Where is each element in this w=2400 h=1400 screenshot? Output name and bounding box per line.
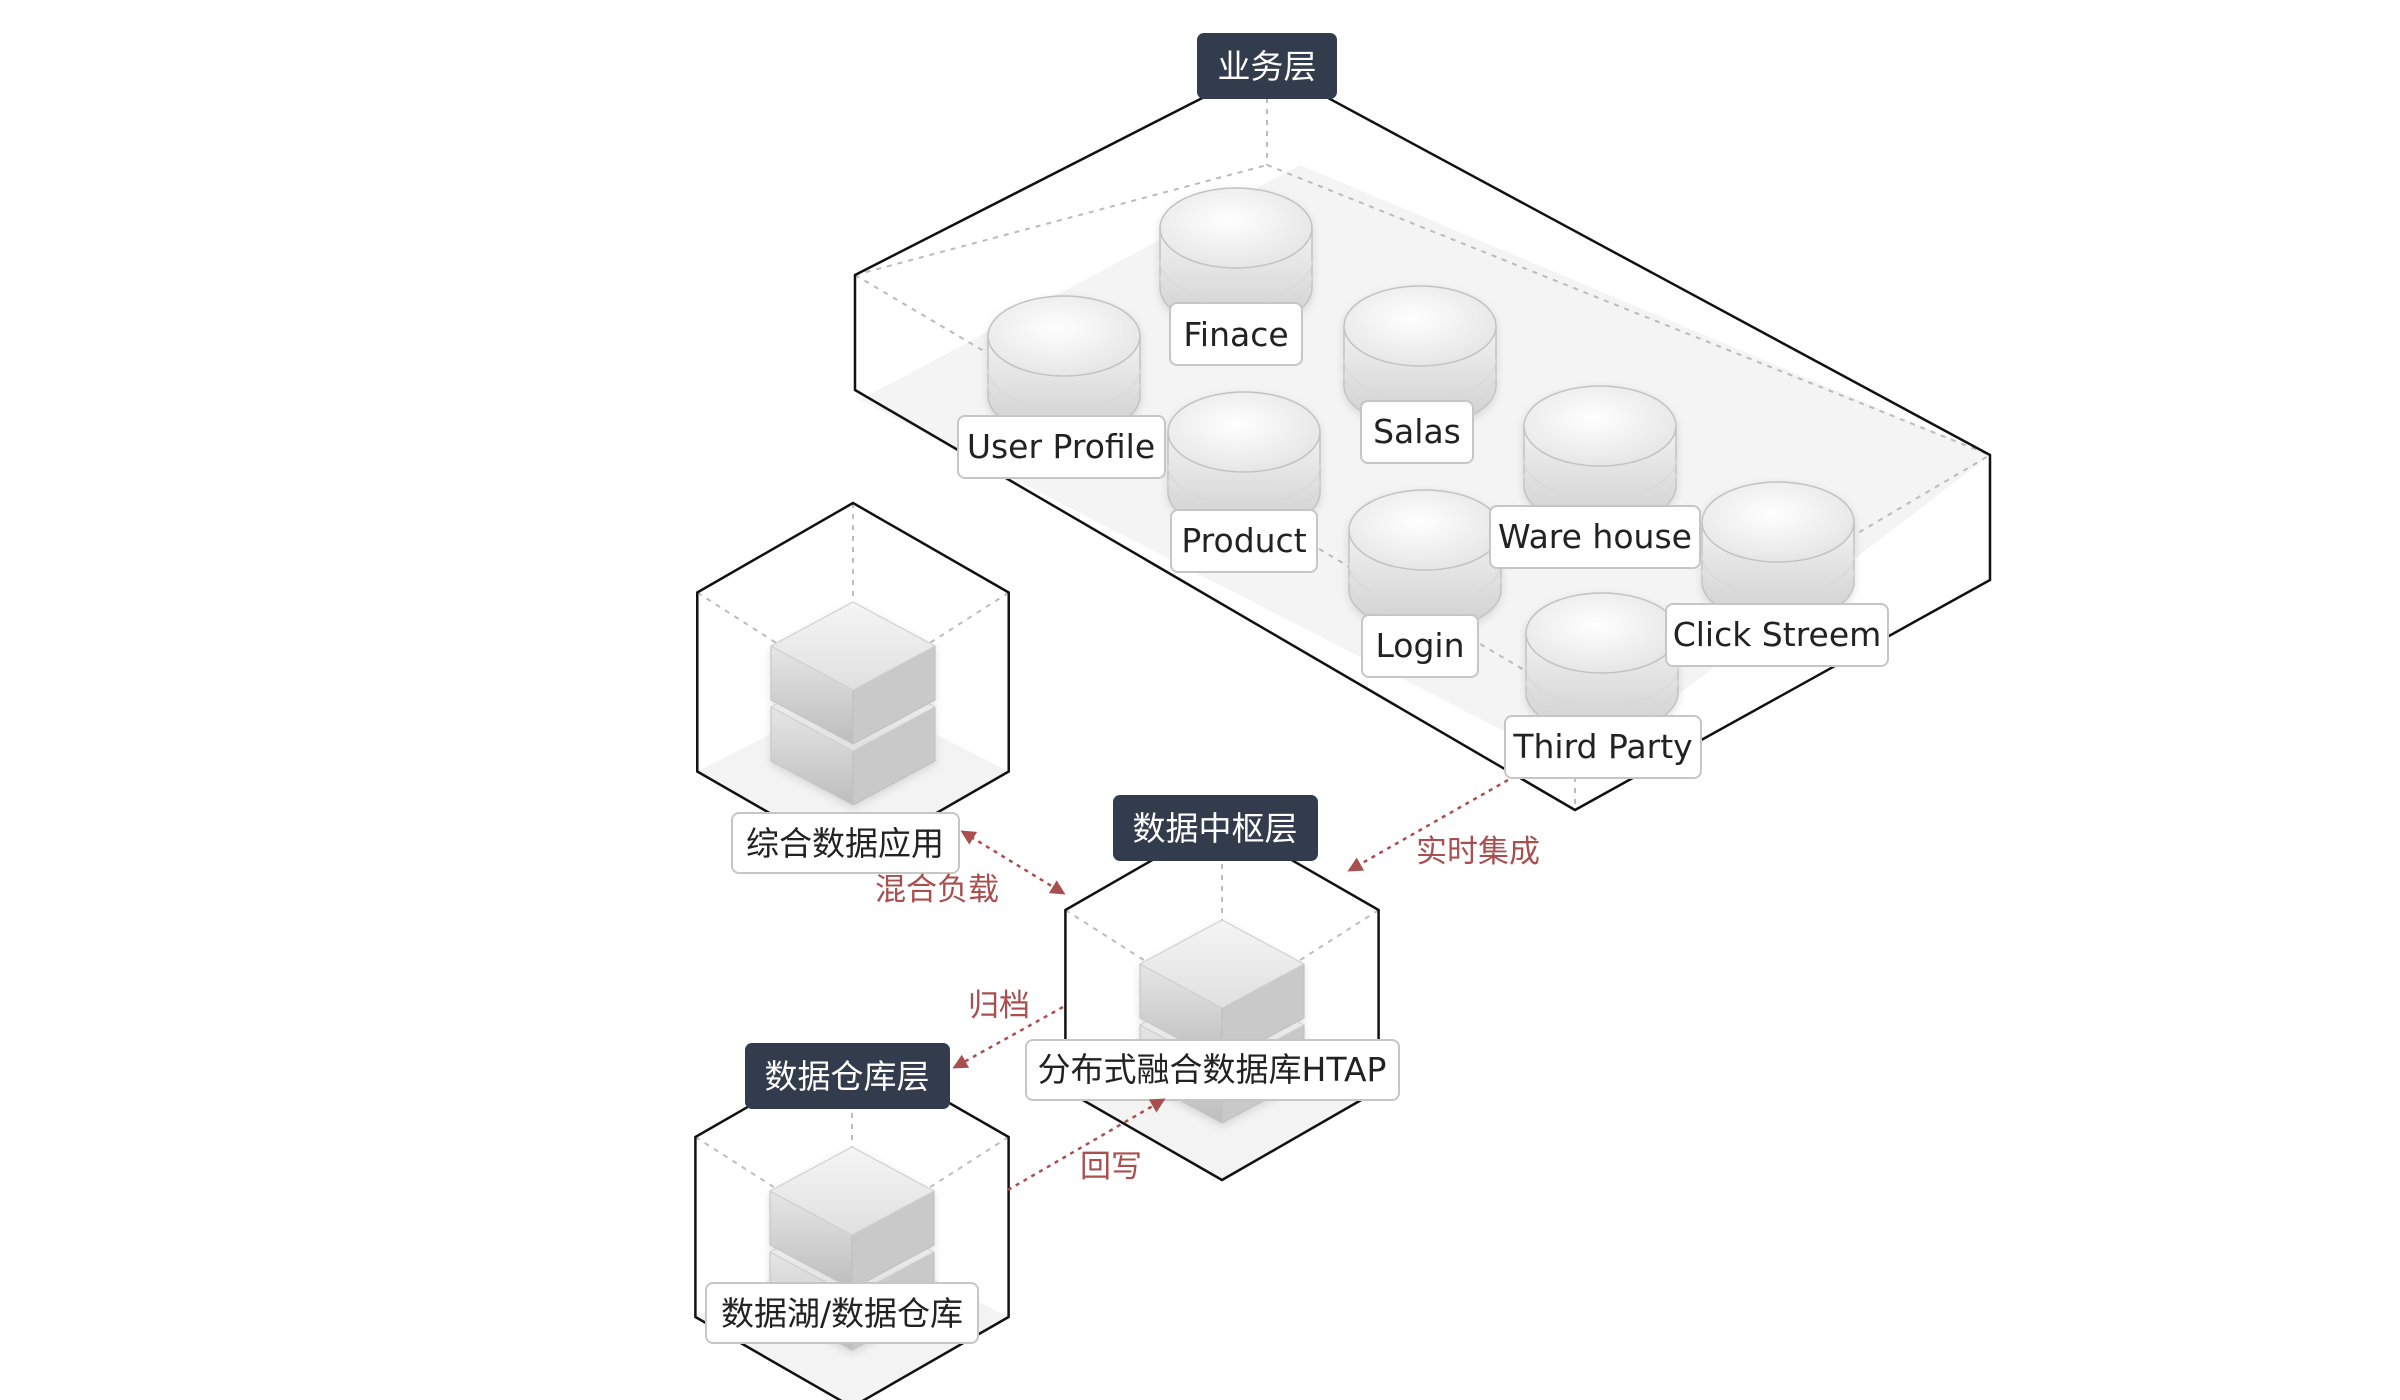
cylinder-click-streem [1701, 481, 1855, 623]
db-label-click-streem-text: Click Streem [1673, 615, 1882, 654]
db-label-ware-house[interactable]: Ware house [1489, 505, 1701, 569]
apps-container [696, 501, 1010, 863]
db-label-login[interactable]: Login [1361, 614, 1479, 678]
business-layer-header: 业务层 [1197, 33, 1337, 99]
db-label-click-streem[interactable]: Click Streem [1665, 603, 1889, 667]
system-label-apps[interactable]: 综合数据应用 [731, 812, 960, 874]
cylinder-login [1348, 489, 1502, 631]
flow-label-mixed-load: 混合负载 [875, 872, 999, 908]
arrow-writeback [1007, 1098, 1166, 1192]
flow-label-archive: 归档 [968, 988, 1030, 1024]
db-label-user-profile-text: User Profile [967, 427, 1155, 466]
system-label-htap[interactable]: 分布式融合数据库HTAP [1025, 1039, 1400, 1101]
hex-htap-outline [1064, 818, 1380, 1182]
cylinder-user-profile [987, 295, 1141, 437]
arrow-archive [952, 1005, 1064, 1069]
system-label-htap-text: 分布式融合数据库HTAP [1038, 1050, 1387, 1089]
hub-layer-header: 数据中枢层 [1113, 795, 1318, 861]
db-label-product[interactable]: Product [1170, 509, 1318, 573]
system-label-apps-text: 综合数据应用 [746, 824, 944, 863]
db-label-finace-text: Finace [1183, 315, 1288, 354]
business-box-outline [853, 63, 1992, 812]
db-label-login-text: Login [1375, 626, 1464, 665]
flow-label-realtime: 实时集成 [1416, 834, 1540, 870]
cylinder-ware-house [1523, 385, 1677, 527]
db-label-salas[interactable]: Salas [1360, 400, 1474, 464]
db-label-finace[interactable]: Finace [1169, 302, 1303, 366]
warehouse-layer-header: 数据仓库层 [745, 1043, 950, 1109]
flow-label-writeback: 回写 [1080, 1149, 1142, 1185]
business-db-labels: Finace User Profile Salas Product Ware h… [957, 302, 1889, 779]
hub-layer-title: 数据中枢层 [1133, 809, 1298, 848]
db-label-product-text: Product [1181, 521, 1306, 560]
db-label-third-party[interactable]: Third Party [1504, 715, 1702, 779]
db-label-salas-text: Salas [1373, 412, 1461, 451]
system-label-lake-text: 数据湖/数据仓库 [721, 1294, 963, 1333]
hex-lake-outline [694, 1045, 1010, 1400]
arrow-mixed-load [960, 830, 1066, 895]
system-label-lake[interactable]: 数据湖/数据仓库 [705, 1282, 979, 1344]
arrow-realtime [1347, 778, 1509, 872]
db-label-ware-house-text: Ware house [1498, 517, 1692, 556]
db-label-user-profile[interactable]: User Profile [957, 415, 1166, 479]
cylinder-third-party [1525, 592, 1679, 734]
warehouse-layer-title: 数据仓库层 [765, 1057, 930, 1096]
business-layer-title: 业务层 [1218, 47, 1317, 86]
flow-arrows [952, 778, 1509, 1192]
htap-container [1064, 818, 1380, 1182]
db-label-third-party-text: Third Party [1512, 727, 1692, 766]
hex-apps-server-stack [770, 601, 936, 806]
